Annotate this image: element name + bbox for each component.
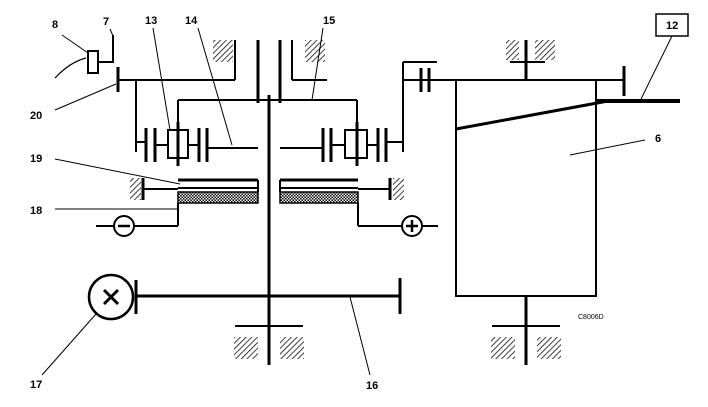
label-6: 6 — [655, 133, 661, 145]
label-15: 15 — [323, 15, 335, 27]
label-19: 19 — [30, 153, 42, 165]
label-8: 8 — [52, 19, 58, 31]
x-circle-icon — [102, 288, 120, 306]
label-14: 14 — [185, 15, 198, 27]
main-shaft — [256, 40, 282, 365]
top-bearing-left — [164, 40, 236, 81]
right-brake-assembly — [279, 178, 404, 204]
left-input-arm — [54, 35, 164, 152]
plus-terminal — [357, 203, 438, 237]
leader-lines — [41, 27, 673, 376]
label-7: 7 — [103, 16, 109, 28]
left-brake-assembly — [130, 178, 259, 204]
label-12: 12 — [666, 20, 678, 32]
housing-box-6 — [455, 40, 680, 297]
right-planetary-gear — [269, 99, 403, 166]
bottom-bearing-right — [491, 296, 561, 365]
label-16: 16 — [366, 380, 378, 392]
label-20: 20 — [30, 110, 42, 122]
label-13: 13 — [145, 15, 157, 27]
label-17: 17 — [30, 379, 42, 391]
top-bearing-right — [291, 40, 327, 81]
label-18: 18 — [30, 205, 42, 217]
label-12-box — [655, 13, 689, 37]
plus-icon — [406, 220, 418, 232]
bottom-bearing-main — [234, 325, 304, 359]
left-planetary-gear — [136, 99, 269, 166]
drawing-code: C8006D — [578, 314, 604, 321]
upper-output-shaft — [402, 61, 626, 152]
lower-shaft — [87, 273, 402, 321]
minus-terminal — [96, 203, 179, 237]
